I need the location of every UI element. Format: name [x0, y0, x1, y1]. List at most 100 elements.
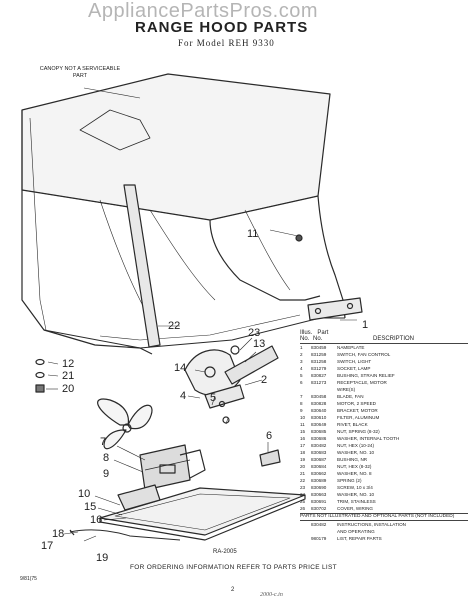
row-description: NAMEPLATE	[337, 345, 365, 350]
row-key: 20	[300, 464, 306, 469]
row-key: 3	[300, 359, 303, 364]
callout-22: 22	[168, 320, 181, 332]
row-description: RECEPTACLE, MOTOR	[337, 380, 387, 385]
row-description: BUSHING, NR	[337, 457, 368, 462]
row-part-number: 830687	[311, 457, 327, 462]
row-description: INSTRUCTIONS, INSTALLATION	[337, 522, 406, 527]
parts-note: PARTS NOT ILLUSTRATED AND OPTIONAL PARTS…	[300, 514, 455, 519]
row-part-number: 830685	[311, 429, 327, 434]
socket-bracket	[204, 384, 281, 467]
date-code: 9/81(75	[20, 576, 37, 582]
row-part-number: 980179	[311, 536, 327, 541]
parts-row: 11 830649 RIVET, BLACK	[300, 421, 470, 428]
header-no-2: No.	[313, 336, 323, 342]
row-part-number: 830458	[311, 394, 327, 399]
row-description: SWITCH, LIGHT	[337, 359, 372, 364]
callout-18: 18	[52, 528, 65, 540]
callout-2: 2	[261, 374, 268, 386]
hardware-stack	[35, 358, 45, 393]
row-part-number	[311, 386, 337, 393]
row-part-number: 830649	[311, 422, 327, 427]
row-description: WIRE(S)	[337, 387, 356, 392]
header-part: Part	[317, 330, 329, 336]
row-key	[300, 386, 311, 393]
callout-15: 15	[84, 501, 97, 513]
callout-14: 14	[174, 362, 187, 374]
row-key: 18	[300, 450, 306, 455]
row-part-number: 830610	[311, 415, 327, 420]
row-key: 2	[300, 352, 303, 357]
handwritten-note: 2000-c.in	[260, 592, 283, 598]
parts-row: 21 830662 WASHER, NO. 8	[300, 470, 470, 477]
canopy-note: CANOPY NOT A SERVICEABLE PART	[39, 66, 121, 79]
parts-row: WIRE(S)	[300, 386, 470, 393]
row-part-number: 830827	[311, 373, 327, 378]
callout-4: 4	[180, 390, 187, 402]
parts-row: 830482 INSTRUCTIONS, INSTALLATION	[300, 521, 470, 528]
row-description: MOTOR, 2 SPEED	[337, 401, 376, 406]
row-key: 11	[300, 422, 305, 427]
header-rule	[300, 343, 468, 344]
row-key: 21	[300, 471, 306, 476]
parts-header-row1: Illus. Part	[300, 330, 470, 336]
row-part-number: 830686	[311, 436, 327, 441]
row-key: 9	[300, 408, 303, 413]
row-part-number: 830459	[311, 345, 327, 350]
row-part-number: 830691	[311, 499, 327, 504]
callout-16: 16	[90, 514, 103, 526]
row-key: 8	[300, 401, 303, 406]
row-part-number: 830662	[311, 471, 327, 476]
row-part-number: 830702	[311, 506, 327, 511]
row-description: BLADE, FAN	[337, 394, 364, 399]
row-key	[300, 521, 311, 528]
row-key: 23	[300, 485, 306, 490]
switch-bracket	[184, 345, 279, 396]
header-illus: Illus.	[300, 330, 313, 336]
callout-8: 8	[103, 452, 110, 464]
row-key: 22	[300, 478, 306, 483]
callout-19: 19	[96, 552, 109, 564]
parts-row: AND OPERATING	[300, 528, 470, 535]
watermark: AppliancePartsPros.com	[88, 0, 318, 22]
row-description: WASHER, NO. 8	[337, 471, 372, 476]
callout-10: 10	[78, 488, 91, 500]
row-part-number: 831279	[311, 366, 327, 371]
row-part-number: 831259	[311, 352, 327, 357]
row-description: BUSHING, STRAIN RELIEF	[337, 373, 395, 378]
row-key: 24	[300, 492, 306, 497]
motor-assembly	[139, 444, 206, 491]
row-description: NUT, HEX (10-24)	[337, 443, 375, 448]
page-number: 2	[231, 587, 235, 593]
wiring-cable	[69, 529, 181, 541]
row-part-number: 831273	[311, 380, 327, 385]
callout-20: 20	[62, 383, 75, 395]
rivet-part	[295, 234, 303, 242]
row-description: RIVET, BLACK	[337, 422, 368, 427]
row-description: BRACKET, MOTOR	[337, 408, 378, 413]
row-part-number: 830482	[311, 522, 327, 527]
row-part-number: 830663	[311, 492, 327, 497]
row-description: NUT, SPRING (8-32)	[337, 429, 380, 434]
header-no-1: No.	[300, 336, 310, 342]
callout-9: 9	[103, 468, 110, 480]
row-description: SPRING (2)	[337, 478, 362, 483]
parts-header-row2: No. No. DESCRIPTION	[300, 336, 470, 342]
row-part-number: 831258	[311, 359, 327, 364]
fan-blade	[97, 398, 153, 450]
row-description: SWITCH, FAN CONTROL	[337, 352, 391, 357]
parts-row: 3 831258 SWITCH, LIGHT	[300, 358, 470, 365]
